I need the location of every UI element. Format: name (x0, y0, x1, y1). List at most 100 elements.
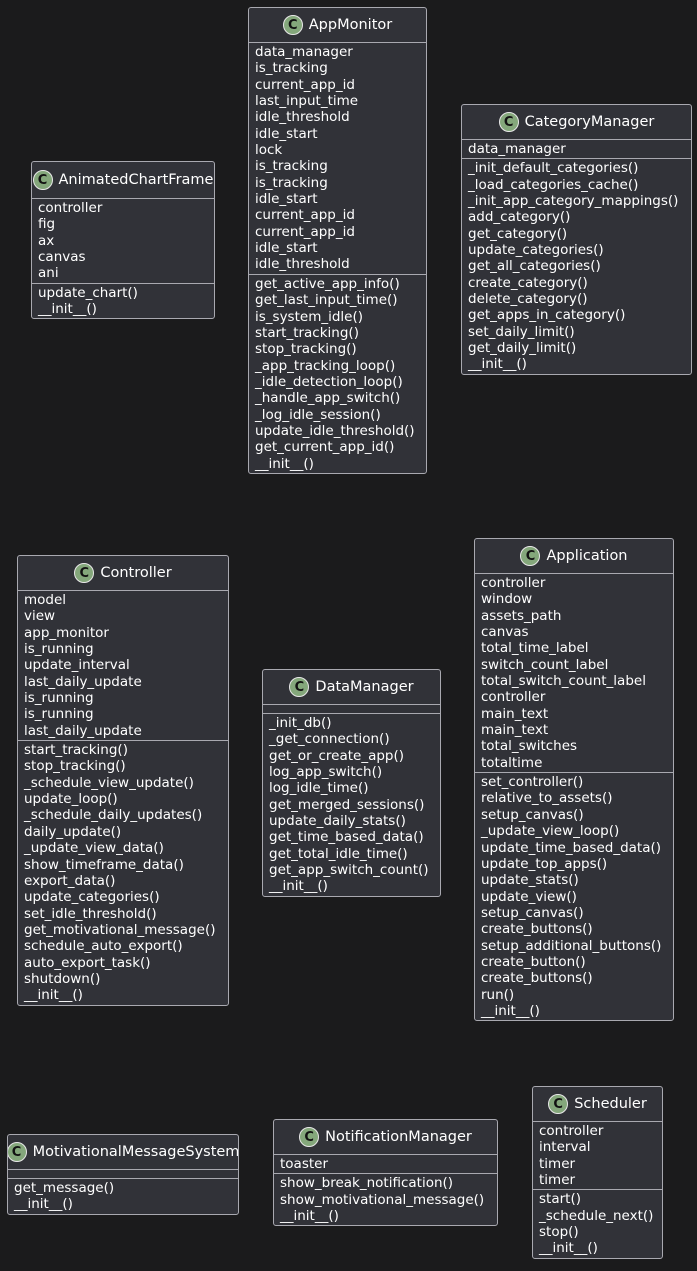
method-item: start_tracking() (24, 742, 128, 759)
method-item: _update_view_loop() (481, 823, 620, 840)
method-item: update_categories() (468, 242, 604, 259)
methods-compartment: start_tracking()stop_tracking() _schedule… (18, 741, 228, 1005)
method-item: get_current_app_id() (255, 439, 395, 456)
method-item: is_system_idle() (255, 308, 363, 325)
field-item: total_switch_count_label (481, 673, 646, 690)
method-item: _get_connection() (269, 731, 390, 748)
method-item: get_or_create_app() (269, 747, 405, 764)
method-item: stop() (539, 1224, 579, 1241)
methods-compartment: get_active_app_info()get_last_input_time… (249, 275, 426, 473)
method-item: get_total_idle_time() (269, 845, 408, 862)
method-item: update_time_based_data() (481, 839, 662, 856)
field-item: is_tracking (255, 158, 328, 175)
field-item: controller (38, 200, 103, 216)
field-item: controller (481, 689, 546, 706)
field-item: timer (539, 1155, 576, 1172)
compartment-divider (8, 1178, 238, 1179)
field-item: last_daily_update (24, 722, 142, 739)
method-item: log_app_switch() (269, 764, 383, 781)
method-item: setup_canvas() (481, 806, 584, 823)
field-item: main_text (481, 705, 549, 722)
method-item: stop_tracking() (24, 758, 126, 775)
compartment-divider (462, 158, 691, 160)
method-item: create_category() (468, 274, 588, 291)
field-item: last_daily_update (24, 673, 142, 690)
method-item: __init__() (280, 1208, 339, 1225)
method-item: show_motivational_message() (280, 1191, 485, 1208)
field-item: idle_threshold (255, 256, 350, 273)
method-item: set_daily_limit() (468, 323, 575, 340)
class-name: Application (546, 548, 628, 564)
method-item: __init__() (38, 301, 97, 318)
method-item: get_app_switch_count() (269, 862, 429, 879)
method-item: start_tracking() (255, 324, 359, 341)
field-item: canvas (38, 249, 86, 266)
methods-compartment: update_chart()__init__() (32, 284, 214, 319)
field-item: current_app_id (255, 223, 355, 240)
field-item: current_app_id (255, 207, 355, 224)
method-item: get_motivational_message() (24, 921, 216, 938)
compartment-divider (18, 740, 228, 742)
class-stereotype-icon: C (74, 563, 95, 583)
method-item: auto_export_task() (24, 954, 151, 971)
method-item: setup_additional_buttons() (481, 937, 662, 954)
compartment-divider (533, 1121, 662, 1122)
field-item: toaster (280, 1156, 329, 1172)
method-item: __init__() (468, 356, 527, 373)
method-item: update_stats() (481, 872, 579, 889)
method-item: show_timeframe_data() (24, 856, 184, 873)
method-item: _load_categories_cache() (468, 176, 639, 193)
method-item: daily_update() (24, 823, 122, 840)
field-item: is_running (24, 641, 94, 658)
field-item: is_running (24, 706, 94, 723)
fields-compartment: data_manager (462, 140, 691, 158)
compartment-divider (249, 42, 426, 43)
method-item: shutdown() (24, 970, 101, 987)
method-item: relative_to_assets() (481, 790, 613, 807)
field-item: idle_start (255, 125, 318, 142)
method-item: add_category() (468, 209, 571, 226)
method-item: get_last_input_time() (255, 292, 398, 309)
class-name: AppMonitor (308, 17, 393, 33)
field-item: controller (539, 1123, 604, 1139)
class-name: DataManager (315, 679, 414, 695)
class-name: NotificationManager (325, 1129, 472, 1145)
class-header: C AppMonitor (249, 8, 426, 42)
method-item: create_buttons() (481, 921, 593, 938)
method-item: __init__() (539, 1240, 598, 1257)
method-item: log_idle_time() (269, 780, 369, 797)
method-item: get_message() (14, 1180, 115, 1196)
class-name: MotivationalMessageSystem (32, 1144, 239, 1160)
class-stereotype-icon: C (282, 15, 303, 35)
method-item: get_daily_limit() (468, 340, 577, 357)
method-item: create_buttons() (481, 970, 593, 987)
field-item: window (481, 591, 533, 608)
compartment-divider (32, 282, 214, 284)
compartment-divider (263, 704, 440, 705)
method-item: setup_canvas() (481, 904, 584, 921)
compartment-divider (475, 573, 673, 574)
field-item: canvas (481, 624, 529, 641)
compartment-divider (462, 139, 691, 140)
method-item: delete_category() (468, 291, 588, 308)
method-item: update_loop() (24, 791, 118, 808)
method-item: __init__() (269, 878, 328, 895)
methods-compartment: start()_schedule_next()stop()__init__() (533, 1190, 662, 1257)
fields-compartment (8, 1170, 238, 1178)
method-item: _schedule_next() (539, 1207, 654, 1224)
method-item: _schedule_daily_updates() (24, 807, 203, 824)
methods-compartment: show_break_notification()show_motivation… (274, 1174, 497, 1225)
fields-compartment (263, 705, 440, 713)
method-item: _idle_detection_loop() (255, 373, 403, 390)
